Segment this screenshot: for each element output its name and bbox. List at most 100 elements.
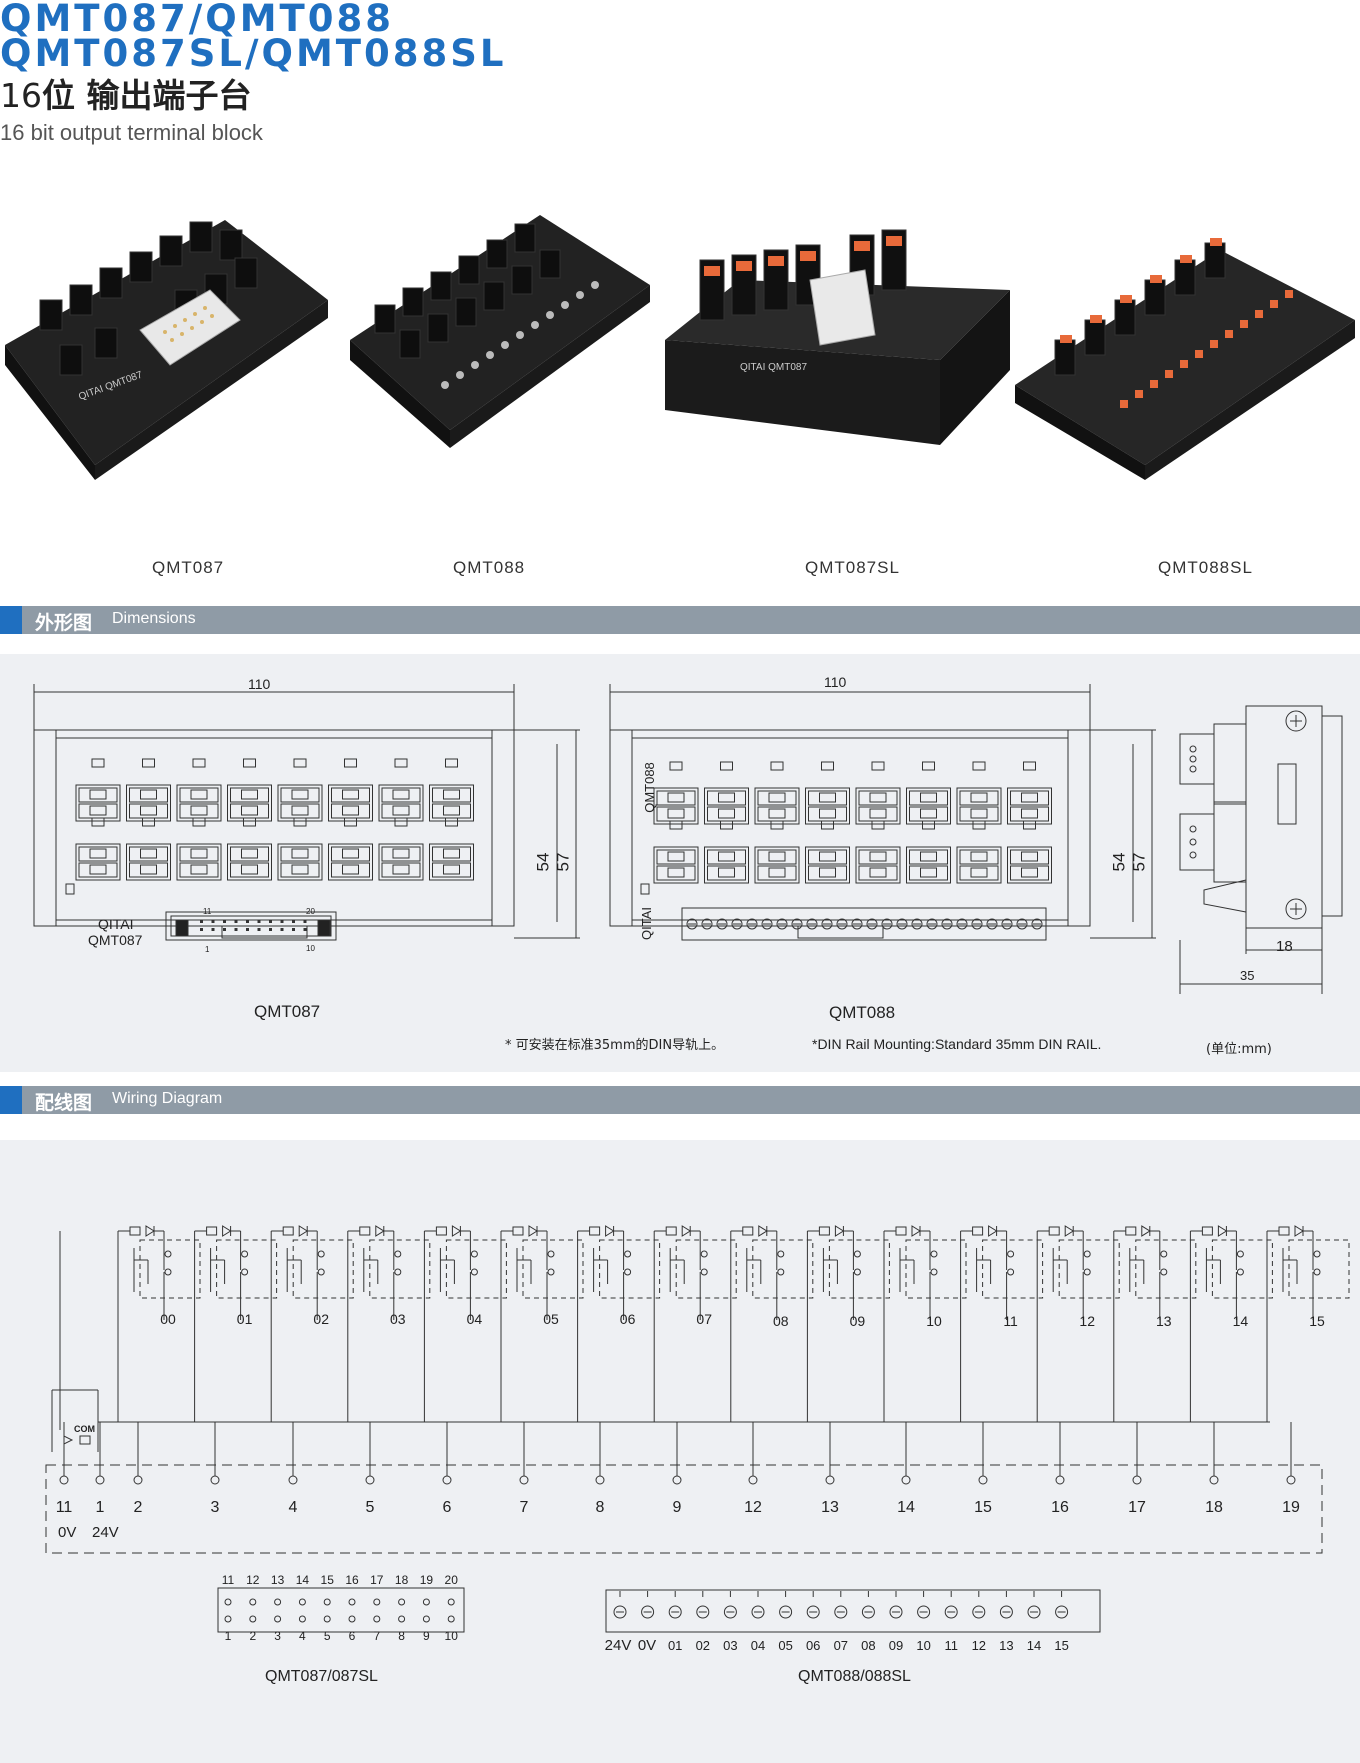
terminal-label-14: 14 (897, 1499, 915, 1516)
led-window (1023, 761, 1036, 771)
terminal-label-15: 15 (974, 1499, 992, 1516)
relay-slot (129, 787, 168, 803)
resistor (1201, 1226, 1213, 1236)
channel-label-12: 12 (1079, 1313, 1095, 1329)
channel-label-10: 10 (926, 1313, 942, 1329)
led-diode (834, 1225, 845, 1237)
connector-pin (234, 920, 238, 923)
relay-box (292, 1239, 354, 1299)
tb-label-08: 08 (861, 1638, 875, 1653)
contact-node (241, 1250, 249, 1258)
board-model-right: QMT088 (641, 762, 657, 813)
relay-socket (754, 787, 800, 825)
relay-pin (718, 851, 735, 862)
terminal-node (901, 1475, 911, 1485)
screw-terminal (911, 918, 923, 930)
relay-pin (190, 864, 208, 875)
led-window (293, 758, 307, 768)
tb-label-10: 10 (916, 1638, 930, 1653)
led-diode (1141, 1225, 1151, 1237)
terminal-node (519, 1475, 529, 1485)
title-en: 16 bit output terminal block (0, 120, 263, 145)
idc-pin (398, 1598, 406, 1606)
relay-pin (392, 805, 410, 816)
terminal-24v-label: 24V (92, 1524, 119, 1541)
relay-socket (227, 843, 272, 881)
relay-pin (667, 851, 685, 862)
tb-label-15: 15 (1054, 1638, 1068, 1653)
connector-pin (303, 928, 307, 931)
resistor (206, 1226, 218, 1236)
relay-slot (909, 790, 948, 806)
screw-terminal (761, 918, 773, 930)
relay-pin (241, 864, 258, 875)
resistor (818, 1226, 830, 1236)
relay-slot (808, 849, 847, 865)
led-window (770, 820, 784, 830)
product-photo-qmt088sl (1015, 238, 1355, 480)
product-photo-qmt087: QITAI QMT087 (5, 220, 328, 480)
screw-terminal (791, 918, 803, 930)
dim-height-54-left: 54 (533, 852, 553, 872)
relay-slot (179, 787, 219, 803)
relay-slot (179, 846, 219, 862)
relay-socket (855, 846, 901, 884)
relay-box (828, 1239, 890, 1299)
product-photo-qmt088 (350, 215, 650, 448)
screw-terminal (746, 918, 758, 930)
idc-pin (224, 1598, 232, 1606)
led-window (91, 758, 105, 768)
idc-pin (298, 1598, 306, 1606)
relay-pin (190, 789, 208, 800)
relay-slot (707, 849, 746, 865)
relay-slot (381, 846, 421, 862)
resistor (895, 1226, 907, 1236)
relay-pin (443, 848, 460, 859)
title-models-1: QMT087/QMT088 (0, 0, 395, 40)
tb-screw (779, 1605, 793, 1619)
dimension-drawing (33, 684, 1343, 994)
tb-label-09: 09 (889, 1638, 903, 1653)
terminal-label-18: 18 (1205, 1499, 1223, 1516)
idc-top-label-15: 15 (321, 1573, 335, 1587)
relay-pin (667, 792, 685, 803)
title-models-2: QMT087SL/QMT088SL (0, 32, 507, 75)
idc-bottom-label-6: 6 (349, 1629, 356, 1643)
tb-label-02: 02 (696, 1638, 710, 1653)
relay-socket (75, 784, 121, 822)
terminal-label-16: 16 (1051, 1499, 1069, 1516)
screw-terminal (881, 918, 893, 930)
relay-slot (656, 790, 696, 806)
relay-pin (718, 867, 735, 878)
connector-pin-1: 1 (205, 945, 210, 954)
relay-slot (331, 846, 370, 862)
channel-label-15: 15 (1309, 1313, 1325, 1329)
contact-node (394, 1268, 402, 1276)
relay-socket (1007, 846, 1052, 884)
led-diode (451, 1225, 462, 1237)
resistor (435, 1226, 447, 1236)
led-window (243, 817, 256, 827)
terminal-label-12: 12 (744, 1499, 762, 1516)
resistor (129, 1226, 141, 1236)
relay-pin (768, 792, 786, 803)
connector-pin (292, 928, 295, 931)
resistor (742, 1226, 754, 1236)
contact-node (470, 1268, 478, 1276)
idc-top-label-19: 19 (420, 1573, 434, 1587)
relay-socket (653, 787, 699, 825)
screw-terminal (1001, 918, 1013, 930)
relay-box (522, 1239, 584, 1299)
relay-pin (869, 792, 887, 803)
relay-pin (819, 792, 836, 803)
relay-box (1288, 1239, 1350, 1299)
channel-label-00: 00 (160, 1311, 176, 1327)
led-window (192, 817, 206, 827)
terminal-label-1: 1 (96, 1499, 105, 1516)
relay-socket (704, 846, 749, 884)
idc-pin (447, 1615, 455, 1623)
relay-box (1135, 1239, 1197, 1299)
contact-node (1313, 1250, 1321, 1258)
connector-pin (269, 920, 272, 923)
screw-terminal (896, 918, 908, 930)
